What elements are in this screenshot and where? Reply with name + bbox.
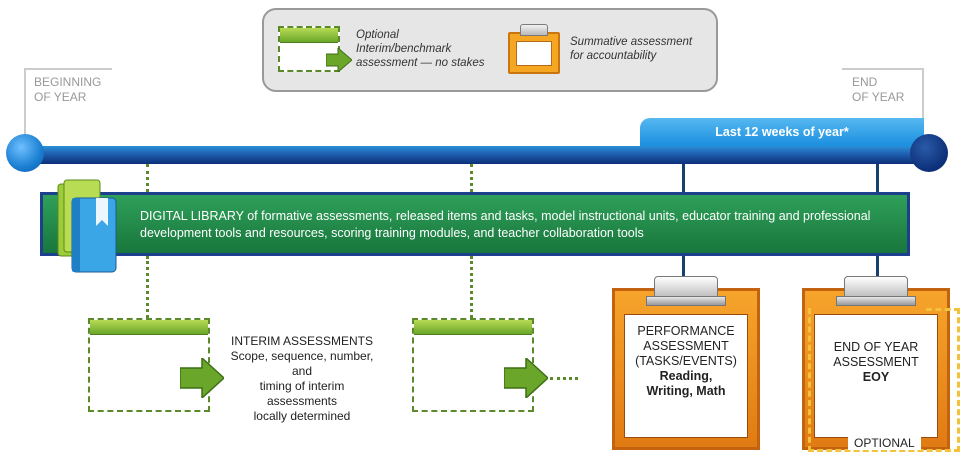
legend-summative-icon [508, 32, 560, 74]
digital-library-banner [40, 192, 910, 256]
eoy-clip-icon [844, 276, 908, 298]
connector-eoy-top [876, 164, 879, 192]
connector-interim-1-top [146, 164, 149, 192]
end-year-label: END OF YEAR [846, 72, 911, 108]
connector-interim-2-bottom [470, 256, 473, 318]
beginning-year-label: BEGINNING OF YEAR [28, 72, 108, 108]
performance-clip-base [646, 296, 726, 306]
end-of-year-assessment-text: END OF YEAR ASSESSMENT EOY [833, 340, 919, 384]
interim-title: INTERIM ASSESSMENTS [230, 334, 374, 348]
interim-arrow-icon-1 [180, 358, 224, 398]
legend-summative-text: Summative assessment for accountability [570, 36, 693, 62]
legend-arrow-icon [326, 48, 352, 72]
last-weeks-tab: Last 12 weeks of year* [640, 118, 924, 146]
performance-assessment-text: PERFORMANCE ASSESSMENT (TASKS/EVENTS) Re… [635, 324, 737, 398]
connector-performance-top [682, 164, 685, 192]
interim-desc-line-1: Scope, sequence, number, and [230, 349, 374, 378]
legend-interim-text: Optional Interim/benchmark assessment — … [356, 29, 485, 69]
connector-interim-2-top [470, 164, 473, 192]
end-year-frame [842, 68, 924, 120]
connector-interim-1-bottom [146, 256, 149, 318]
digital-library-text: DIGITAL LIBRARY of formative assessments… [140, 209, 871, 240]
legend-clip-icon [520, 24, 548, 36]
interim-continuation-dots [550, 377, 578, 380]
interim-desc-line-2: timing of interim assessments [259, 379, 345, 408]
end-of-year-assessment-box [802, 288, 950, 450]
connector-performance-bottom [682, 256, 685, 278]
timeline-start-dot [6, 134, 44, 172]
eoy-clip-base [836, 296, 916, 306]
interim-desc-line-3: locally determined [253, 409, 351, 423]
interim-arrow-icon-2 [504, 358, 548, 398]
timeline-bar [22, 146, 934, 164]
interim-assessments-text: INTERIM ASSESSMENTS Scope, sequence, num… [224, 334, 380, 424]
beginning-year-frame [24, 68, 112, 144]
books-icon [57, 179, 117, 273]
optional-dashed-frame [808, 308, 960, 452]
performance-assessment-box [612, 288, 760, 450]
legend-interim-icon [278, 26, 340, 72]
optional-dashed-top [926, 308, 960, 311]
timeline-end-dot [910, 134, 948, 172]
interim-card-2 [412, 318, 534, 412]
connector-eoy-bottom [876, 256, 879, 278]
performance-clip-icon [654, 276, 718, 298]
optional-label: OPTIONAL [848, 436, 921, 450]
